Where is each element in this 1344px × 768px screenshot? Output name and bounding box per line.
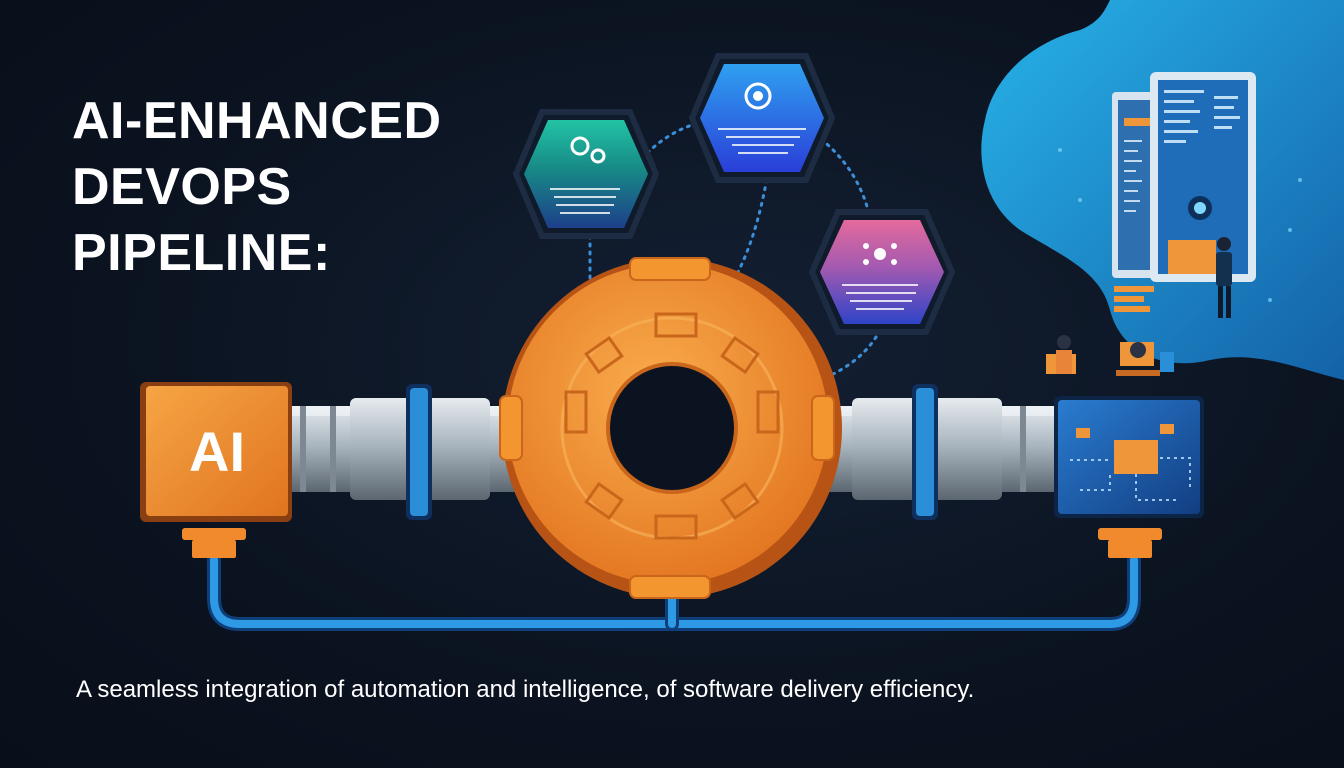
- title-line-2: DEVOPS: [72, 158, 292, 216]
- ai-block-label: AI: [189, 419, 245, 483]
- network-hexagon-badge: [808, 209, 956, 335]
- people-illustration: [1046, 335, 1174, 376]
- central-gear: [499, 257, 842, 599]
- sparkle-dots: [1058, 148, 1302, 302]
- network-icon: [863, 243, 897, 265]
- pipe-connectors: [182, 528, 1162, 558]
- page-title: AI-ENHANCED DEVOPS PIPELINE:: [72, 88, 442, 286]
- gears-icon: [570, 136, 606, 164]
- gears-hexagon-badge: [512, 109, 660, 239]
- caption: A seamless integration of automation and…: [76, 676, 975, 703]
- settings-icon: [744, 82, 772, 110]
- title-line-1: AI-ENHANCED: [72, 92, 442, 150]
- circuit-board-icon: [1054, 396, 1204, 518]
- monitor-illustration: [1112, 72, 1256, 318]
- settings-hexagon-badge: [688, 53, 836, 183]
- title-line-3: PIPELINE:: [72, 224, 331, 282]
- ai-block-shape: [140, 382, 292, 522]
- pipe-clamps: [406, 384, 938, 520]
